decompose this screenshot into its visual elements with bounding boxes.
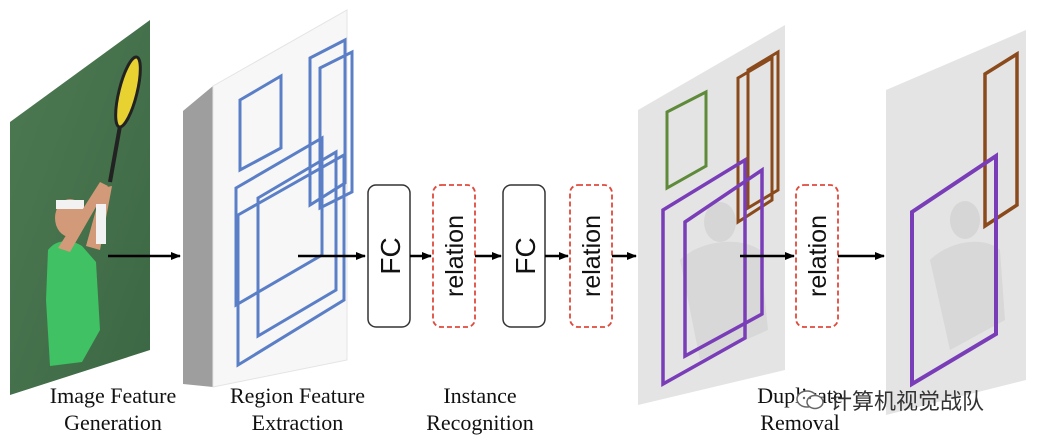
detection-box-purple bbox=[683, 166, 764, 359]
output-box-purple bbox=[910, 152, 998, 388]
region-box bbox=[256, 149, 338, 339]
chat-bubble-icon bbox=[796, 390, 824, 410]
fc-block-1-label: FC bbox=[375, 237, 406, 274]
relation-block-3 bbox=[795, 184, 839, 328]
instance-recognition: FC relation FC relation bbox=[367, 184, 613, 328]
detection-box-brown bbox=[746, 49, 780, 211]
tennis-racket-icon bbox=[108, 55, 142, 183]
relation-block-3-label: relation bbox=[804, 215, 832, 297]
detection-box-green bbox=[665, 89, 708, 191]
input-image bbox=[10, 20, 150, 395]
detection-box-brown bbox=[736, 55, 774, 225]
region-box bbox=[238, 73, 283, 173]
detection-box-purple bbox=[661, 156, 747, 387]
feature-map bbox=[183, 9, 354, 388]
watermark: 计算机视觉战队 bbox=[796, 384, 984, 416]
relation-block-1-label: relation bbox=[441, 215, 469, 297]
watermark-text: 计算机视觉战队 bbox=[830, 390, 985, 415]
output-panel bbox=[886, 30, 1026, 415]
detection-panel bbox=[638, 25, 785, 405]
tennis-player-silhouette bbox=[46, 182, 112, 366]
fc-block-2-label: FC bbox=[510, 237, 541, 274]
relation-block-2-label: relation bbox=[578, 215, 606, 297]
output-box-brown bbox=[983, 50, 1019, 230]
relation-block-2 bbox=[569, 184, 613, 328]
region-box bbox=[236, 152, 346, 368]
relation-block-1 bbox=[432, 184, 476, 328]
